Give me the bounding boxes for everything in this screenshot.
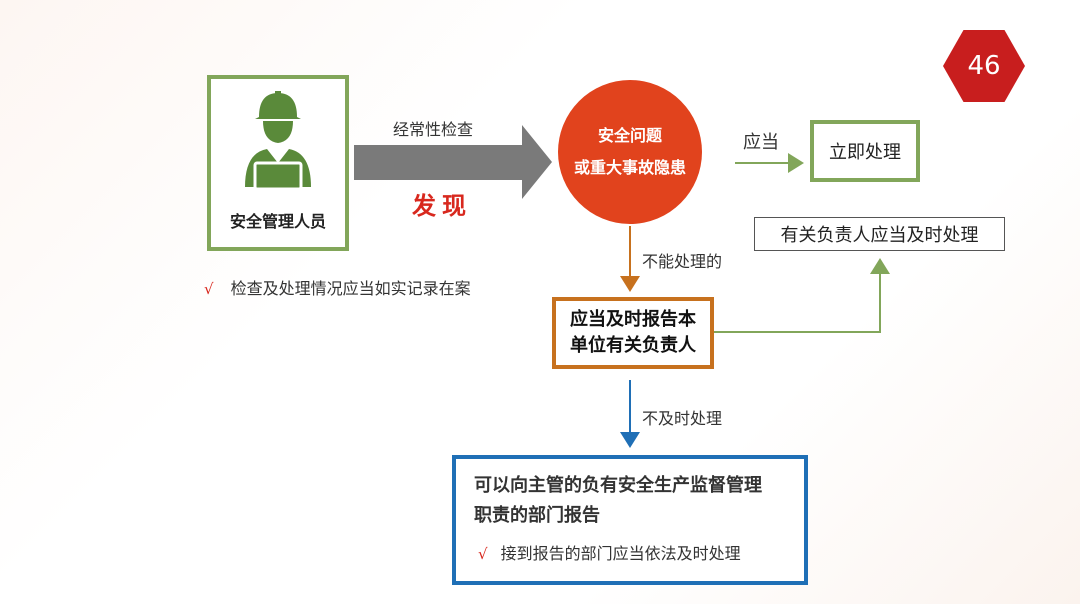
department-report-box xyxy=(452,455,808,585)
page-number: 46 xyxy=(967,51,1001,81)
blue-title-line-1: 可以向主管的负有安全生产监督管理 xyxy=(474,475,762,496)
check-mark-icon: √ xyxy=(478,545,488,563)
circle-line-2: 或重大事故隐患 xyxy=(573,158,686,177)
department-note-text: 接到报告的部门应当依法及时处理 xyxy=(500,544,741,563)
department-report-title: 可以向主管的负有安全生产监督管理 职责的部门报告 xyxy=(474,471,804,531)
record-note-text: 检查及处理情况应当如实记录在案 xyxy=(230,279,471,298)
department-note: √ 接到报告的部门应当依法及时处理 xyxy=(478,540,741,564)
worker-with-laptop-icon xyxy=(245,91,311,191)
responsible-person-box: 有关负责人应当及时处理 xyxy=(754,217,1005,251)
should-label: 应当 xyxy=(743,132,779,153)
report-to-responsible-arrow xyxy=(714,258,890,333)
not-timely-label: 不及时处理 xyxy=(642,409,723,428)
check-mark-icon: √ xyxy=(204,280,214,298)
discover-label: 发现 xyxy=(412,191,472,220)
regular-inspection-label: 经常性检查 xyxy=(393,120,474,139)
record-note: √ 检查及处理情况应当如实记录在案 xyxy=(204,275,471,299)
blue-title-line-2: 职责的部门报告 xyxy=(474,505,600,526)
cannot-handle-label: 不能处理的 xyxy=(642,252,723,271)
safety-issue-circle: 安全问题 或重大事故隐患 xyxy=(558,80,702,224)
report-line-1: 应当及时报告本 xyxy=(570,309,696,330)
report-line-2: 单位有关负责人 xyxy=(570,335,696,356)
safety-manager-label: 安全管理人员 xyxy=(229,212,326,231)
report-unit-box: 应当及时报告本 单位有关负责人 xyxy=(552,297,714,369)
page-number-badge: 46 xyxy=(943,30,1025,102)
circle-line-1: 安全问题 xyxy=(597,126,662,145)
discover-arrow xyxy=(354,125,552,199)
safety-manager-box xyxy=(207,75,349,251)
immediate-handle-box: 立即处理 xyxy=(810,120,920,182)
